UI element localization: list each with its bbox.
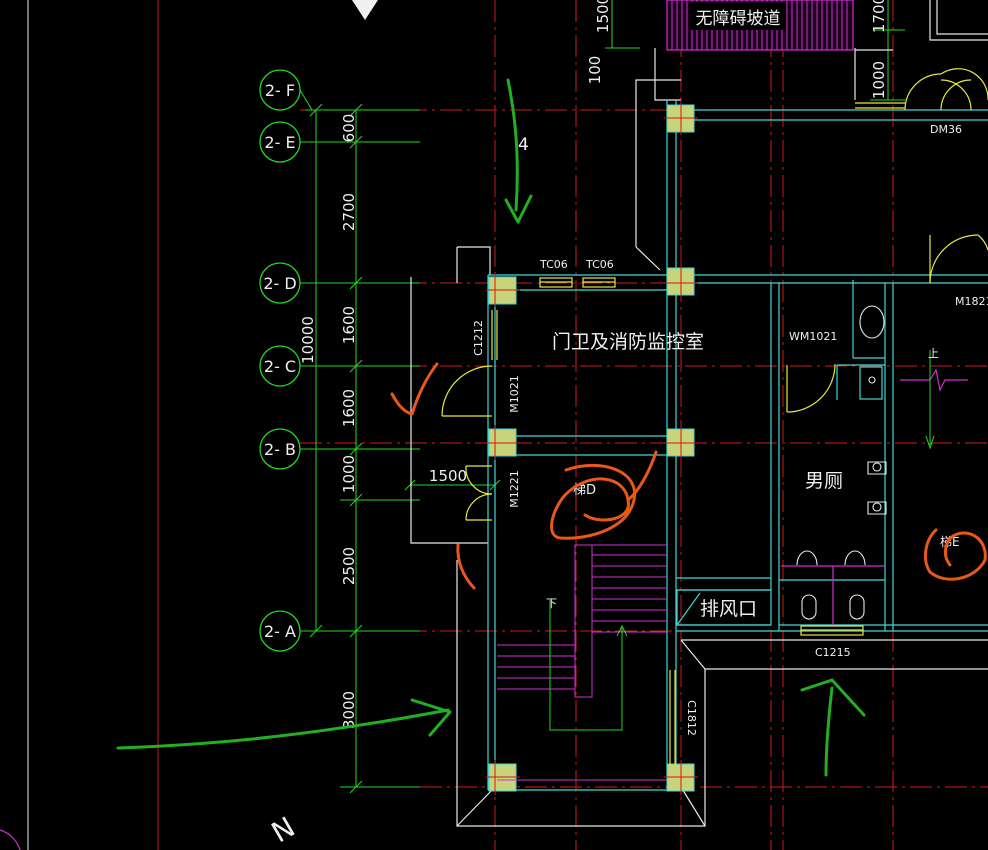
door-m1021: M1021: [508, 375, 521, 413]
axis-bubble-a: 2- A: [259, 610, 301, 652]
stair: [497, 544, 667, 781]
north-mark: N: [266, 810, 301, 849]
ramp: 无障碍坡道: [666, 0, 854, 51]
stair-up-mark: 上: [928, 347, 939, 360]
hand-annotations: [116, 78, 987, 777]
doors-windows: [441, 68, 988, 765]
hand-line-entrance: [456, 543, 476, 590]
stair-down-mark: 下: [546, 597, 557, 610]
axis-label-b: 2- B: [264, 440, 296, 459]
dimension-lines: [300, 0, 905, 794]
axis-bubbles: 2- F 2- E 2- D 2- C 2- B 2- A: [259, 69, 313, 652]
interior-walls: [487, 100, 988, 791]
axis-bubble-d: 2- D: [259, 262, 301, 304]
dim-total-10000: 10000: [299, 316, 317, 364]
dim-1000: 1000: [340, 455, 358, 493]
axis-label-a: 2- A: [264, 622, 296, 641]
window-c1215: C1215: [815, 646, 851, 659]
ramp-label: 无障碍坡道: [696, 9, 781, 29]
hand-circle-stair-e: [923, 528, 987, 581]
door-wm1021: WM1021: [789, 330, 837, 343]
door-m1221: M1221: [508, 470, 521, 508]
corner-arc: [0, 829, 21, 850]
dimension-texts: 600 2700 1600 1600 1000 2500 3000 10000 …: [299, 0, 888, 729]
axis-bubble-e: 2- E: [259, 121, 301, 163]
stair-arrows: [549, 600, 628, 731]
hand-circle-stair-d: [550, 463, 637, 540]
hand-tail-stair-d: [626, 450, 658, 502]
axis-bubble-c: 2- C: [259, 345, 301, 387]
room-exhaust: 排风口: [700, 598, 757, 620]
window-tc06-b: TC06: [585, 258, 614, 271]
axis-label-d: 2- D: [263, 274, 296, 293]
hand-four: 4: [518, 135, 529, 155]
dim-1500-horizontal: 1500: [429, 467, 467, 485]
room-mens-toilet: 男厕: [805, 470, 843, 492]
north-mark-letter: N: [266, 810, 301, 849]
hand-arrow-bottom: [800, 678, 866, 777]
hand-check-mark: [390, 362, 439, 416]
dim-2500: 2500: [340, 547, 358, 585]
axis-bubble-f: 2- F: [259, 69, 313, 111]
axis-bubble-b: 2- B: [259, 428, 301, 470]
dim-top-1500: 1500: [594, 0, 612, 33]
dim-1600-b: 1600: [340, 389, 358, 427]
axis-label-e: 2- E: [264, 133, 295, 152]
dim-1600-a: 1600: [340, 306, 358, 344]
hand-arrow-left: [116, 698, 452, 750]
stair-d-label: 梯D: [573, 483, 596, 498]
north-triangle: [352, 0, 378, 20]
dim-2700: 2700: [340, 193, 358, 231]
dim-top-100: 100: [586, 56, 604, 85]
dim-3000: 3000: [340, 691, 358, 729]
door-dm36: DM36: [930, 123, 962, 136]
labels: TC06 TC06 C1212 M1021 M1221 WM1021 C1215…: [472, 123, 988, 736]
dim-600: 600: [340, 114, 358, 143]
axis-label-f: 2- F: [265, 81, 295, 100]
axis-label-c: 2- C: [264, 357, 296, 376]
outer-walls: [410, 0, 988, 827]
toilet-fixtures: [796, 305, 887, 620]
room-guard: 门卫及消防监控室: [552, 331, 704, 353]
window-c1812: C1812: [685, 700, 698, 736]
hand-arrow-top: [504, 78, 533, 224]
window-tc06-a: TC06: [539, 258, 568, 271]
door-m1821: M1821: [955, 295, 988, 308]
axis-lines: [157, 0, 988, 850]
window-c1212: C1212: [472, 320, 485, 356]
dim-right-1000: 1000: [870, 61, 888, 99]
dim-top-1700: 1700: [870, 0, 888, 33]
